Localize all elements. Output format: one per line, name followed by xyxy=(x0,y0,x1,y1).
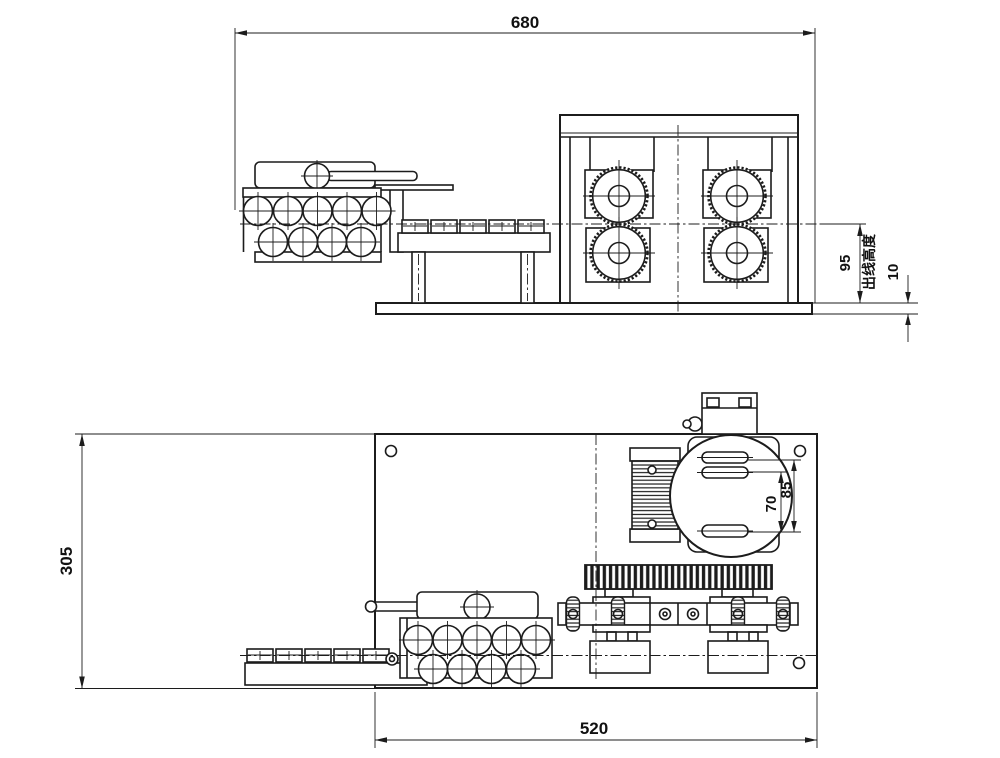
slide-block xyxy=(707,640,769,674)
dim-exit-height-text: 95 xyxy=(837,255,854,272)
dimension-70-85-motor-slots: 70 85 xyxy=(748,459,801,533)
wire-straightener-front xyxy=(238,160,418,263)
dim-plate-width-text: 520 xyxy=(580,719,608,738)
slide-block xyxy=(589,640,651,674)
front-elevation-view xyxy=(238,114,866,315)
drive-assembly xyxy=(557,564,799,674)
adjust-rod xyxy=(326,170,418,182)
dim-overall-width-text: 680 xyxy=(511,13,539,32)
dimension-520: 520 xyxy=(374,692,818,748)
dim-motor-slot-inner-text: 70 xyxy=(763,496,780,513)
terminal-box xyxy=(701,392,758,435)
dimension-680: 680 xyxy=(234,13,816,303)
mount-hole xyxy=(793,444,807,458)
dim-exit-height-label: 出线高度 xyxy=(861,233,877,290)
dim-plate-depth-text: 305 xyxy=(57,547,76,575)
motor-body xyxy=(669,434,793,558)
motor-assembly xyxy=(629,392,793,558)
adjust-stud xyxy=(565,596,581,632)
adjust-stud xyxy=(775,596,791,632)
bolt xyxy=(658,607,672,621)
dimension-95-exit-height: 95 出线高度 xyxy=(812,223,918,304)
mount-hole xyxy=(792,656,806,670)
dimension-305: 305 xyxy=(57,433,375,689)
pivot-bolt xyxy=(385,652,399,666)
guide-table-front xyxy=(374,184,551,304)
feed-roller-box xyxy=(559,114,799,304)
bolt xyxy=(686,607,700,621)
wire-straightener-plan xyxy=(244,590,556,689)
dim-motor-slot-outer-text: 85 xyxy=(778,482,795,499)
main-gear xyxy=(584,564,773,590)
machine-base-plate-front xyxy=(375,302,813,315)
dim-base-thickness-text: 10 xyxy=(885,264,902,281)
dimension-10-base-thickness: 10 xyxy=(812,264,918,342)
mount-hole xyxy=(384,444,398,458)
plan-view xyxy=(240,392,818,689)
